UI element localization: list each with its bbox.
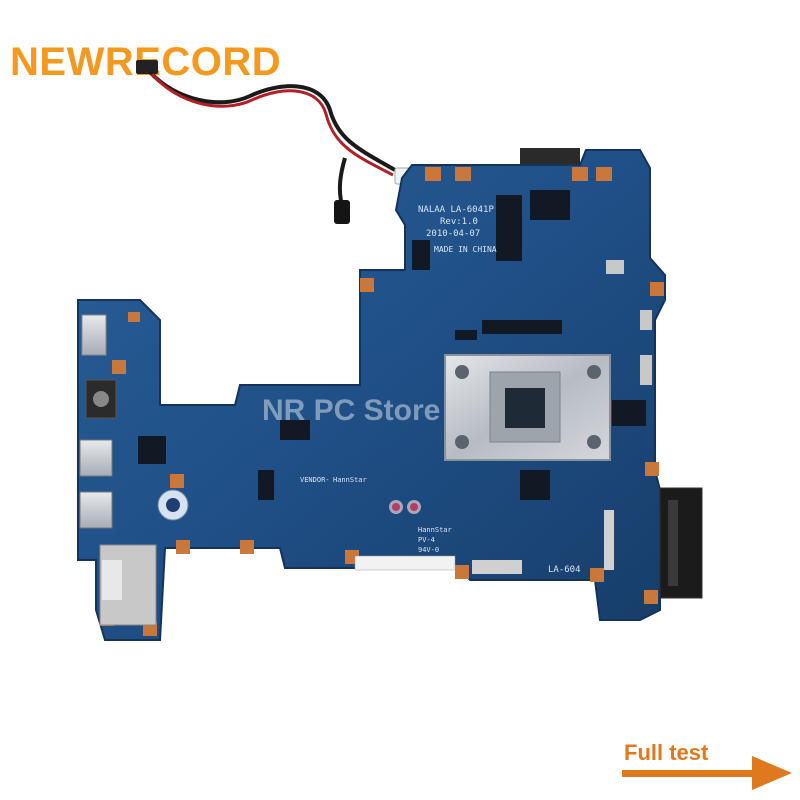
io-ports	[79, 314, 157, 626]
sticker-line-3: 94V-0	[418, 546, 439, 554]
sticker-line-1: HannStar	[418, 526, 452, 534]
board-model-text: NALAA LA-6041P	[418, 205, 494, 215]
capacitors	[157, 489, 421, 521]
components	[138, 148, 652, 574]
watermark-text: NR PC Store	[262, 394, 440, 427]
sticker-line-2: PV-4	[418, 536, 435, 544]
vendor-label-text: VENDOR-	[300, 476, 330, 484]
arrow-icon	[622, 756, 792, 790]
pcb-board	[77, 149, 666, 641]
power-cable	[136, 60, 430, 224]
sata-connector	[659, 487, 703, 599]
cpu-heatsink-plate	[444, 354, 611, 461]
mounting-pads	[100, 167, 664, 636]
full-test-label: Full test	[624, 740, 709, 765]
barcode-sticker	[354, 555, 456, 571]
board-origin-text: MADE IN CHINA	[434, 245, 497, 254]
edge-label-text: LA-604	[548, 565, 581, 575]
vendor-name-text: HannStar	[333, 476, 367, 484]
board-rev-text: Rev:1.0	[440, 217, 478, 227]
board-date-text: 2010-04-07	[426, 229, 480, 239]
